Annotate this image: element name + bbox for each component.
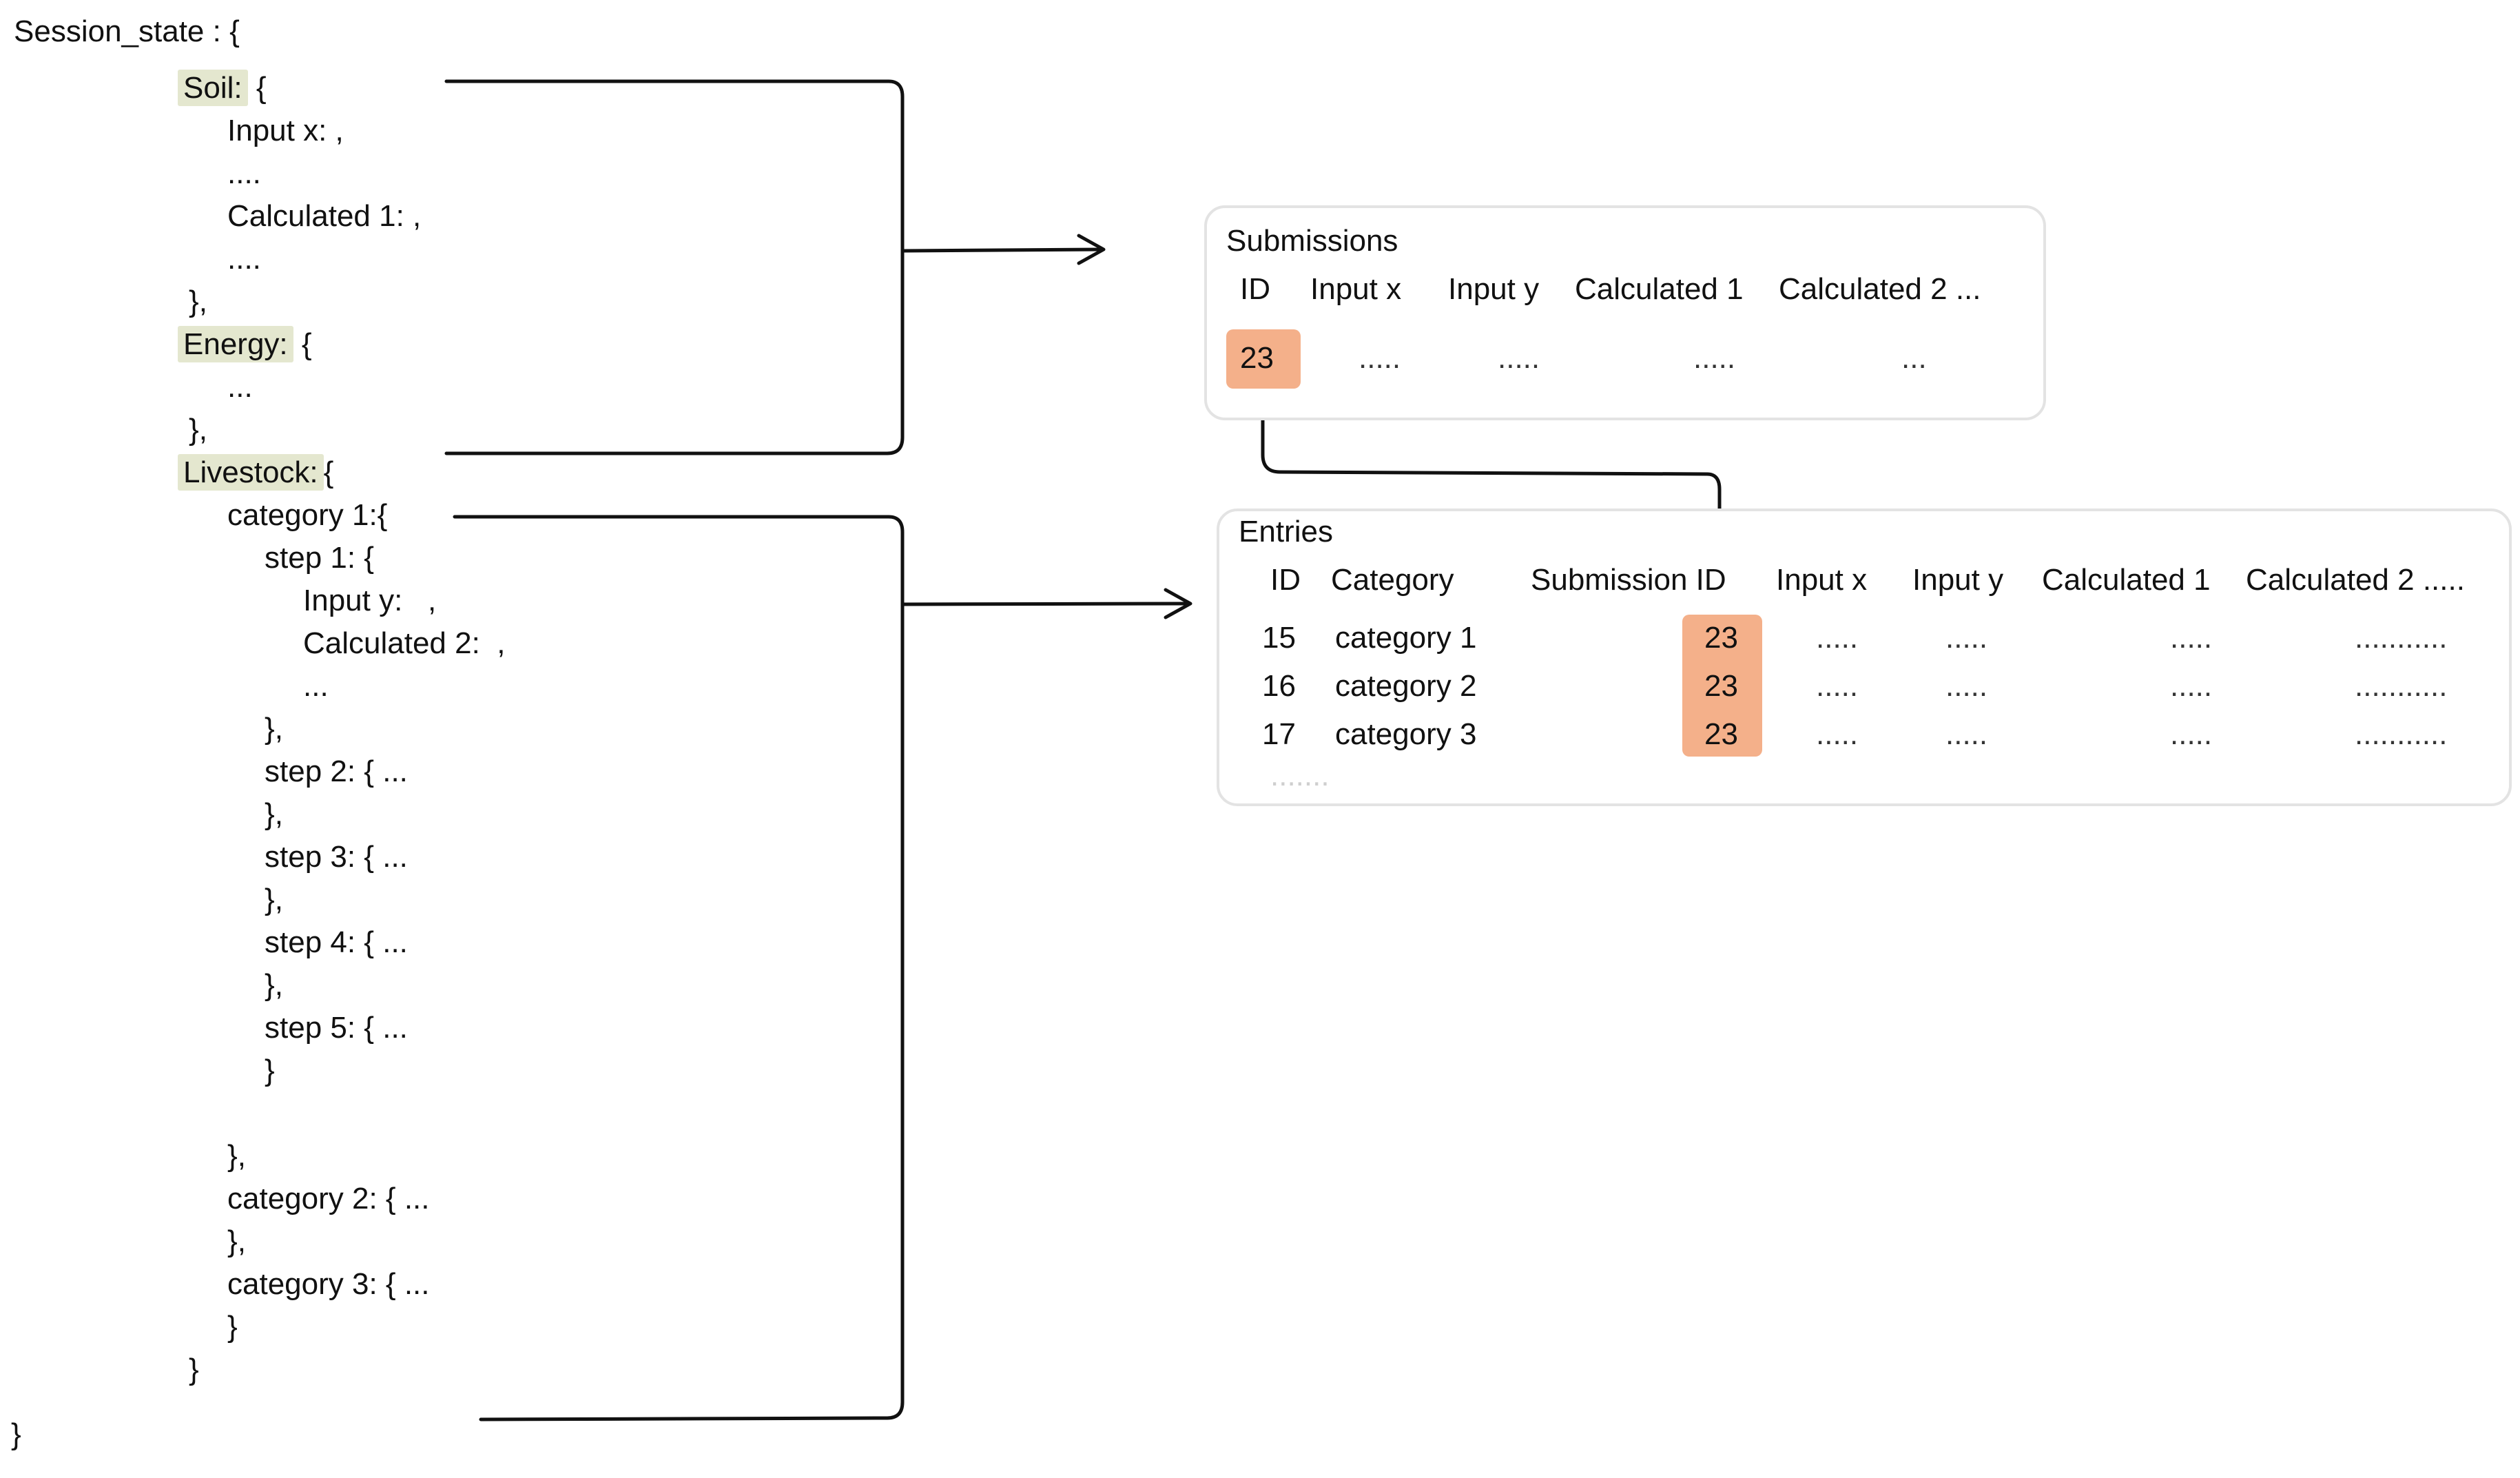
entries-row-1-calculated-1: ..... [2170,621,2213,655]
entries-row-3-input-y: ..... [1945,717,1988,751]
soil-input: Input x: , [227,114,344,147]
submissions-row-calculated-2: ... [1901,341,1927,375]
energy-key: Energy: { [178,326,312,362]
entries-more-rows: ....... [1270,759,1330,792]
entries-row-2-calculated-1: ..... [2170,669,2213,703]
entries-row-1-category: category 1 [1335,621,1477,655]
entries-row-3-id: 17 [1262,717,1296,751]
step-2-open: step 2: { ... [265,755,408,788]
category-3-open: category 3: { ... [227,1267,430,1301]
step-5-open: step 5: { ... [265,1011,408,1045]
upper-arrow [902,247,1104,253]
energy-label: Energy: [178,326,293,362]
entries-row-3-submission-id: 23 [1704,717,1738,751]
entries-table: Entries ID Category Submission ID Input … [1217,509,2512,806]
entries-submission-id-highlight [1682,615,1762,757]
relation-line [1261,387,1722,553]
livestock-label: Livestock: [178,454,324,491]
step-3-open: step 3: { ... [265,840,408,874]
entries-header-submission-id: Submission ID [1531,563,1726,597]
energy-dots: ... [227,370,253,404]
entries-row-2-calculated-2: ........... [2355,669,2448,703]
entries-row-1-id: 15 [1262,621,1296,655]
upper-bracket [444,79,905,455]
submissions-table: Submissions ID Input x Input y Calculate… [1204,205,2046,420]
step-4-close: }, [265,968,283,1002]
soil-calculated: Calculated 1: , [227,199,422,233]
entries-title: Entries [1239,515,1333,548]
entries-row-2-input-y: ..... [1945,669,1988,703]
livestock-open: { [323,455,334,489]
entries-row-3-calculated-1: ..... [2170,717,2213,751]
submissions-row-input-x: ..... [1359,341,1401,375]
livestock-key: Livestock:{ [178,454,334,491]
entries-row-3-category: category 3 [1335,717,1477,751]
entries-header-input-x: Input x [1776,563,1868,597]
lower-bracket [453,515,905,1421]
submissions-title: Submissions [1226,224,1398,258]
entries-header-calculated-1: Calculated 1 [2042,563,2211,597]
entries-row-2-id: 16 [1262,669,1296,703]
entries-row-1-submission-id: 23 [1704,621,1738,655]
entries-row-2-input-x: ..... [1816,669,1859,703]
submissions-header-input-x: Input x [1310,272,1402,306]
energy-close: }, [189,413,207,447]
soil-open: { [247,71,267,105]
energy-open: { [293,327,312,361]
entries-row-2-category: category 2 [1335,669,1477,703]
soil-label: Soil: [178,70,248,106]
category-1-open: category 1:{ [227,498,388,532]
step-3-close: }, [265,883,283,916]
entries-header-calculated-2: Calculated 2 ..... [2246,563,2465,597]
submissions-id-highlight [1226,329,1301,389]
step-1-open: step 1: { [265,541,375,575]
soil-dots-1: .... [227,156,261,190]
submissions-row-id: 23 [1240,341,1274,375]
step-1-input: Input y: , [303,584,437,617]
submissions-header-input-y: Input y [1448,272,1540,306]
category-2-open: category 2: { ... [227,1182,430,1215]
step-1-calculated: Calculated 2: , [303,626,506,660]
entries-row-3-calculated-2: ........... [2355,717,2448,751]
soil-dots-2: .... [227,242,261,276]
livestock-close: } [189,1353,199,1386]
submissions-row-input-y: ..... [1498,341,1540,375]
step-1-close: }, [265,712,283,746]
submissions-header-calculated-1: Calculated 1 [1575,272,1744,306]
entries-header-category: Category [1331,563,1454,597]
submissions-header-id: ID [1240,272,1270,306]
soil-key: Soil: { [178,70,267,106]
submissions-row-calculated-1: ..... [1693,341,1736,375]
entries-row-3-input-x: ..... [1816,717,1859,751]
step-2-close: }, [265,797,283,831]
entries-header-input-y: Input y [1912,563,2004,597]
category-2-close: }, [227,1224,246,1258]
category-3-close: } [227,1310,238,1344]
category-1-close: }, [227,1139,246,1173]
root-close: } [11,1417,21,1451]
step-1-dots: ... [303,669,329,703]
entries-header-id: ID [1270,563,1301,597]
submissions-header-calculated-2: Calculated 2 ... [1779,272,1981,306]
soil-close: }, [189,285,207,318]
lower-arrowhead [1164,588,1192,619]
entries-row-1-input-x: ..... [1816,621,1859,655]
steps-close: } [265,1054,275,1087]
entries-row-1-input-y: ..... [1945,621,1988,655]
upper-arrowhead [1077,234,1106,265]
root-open: Session_state : { [14,14,240,48]
step-4-open: step 4: { ... [265,925,408,959]
entries-row-1-calculated-2: ........... [2355,621,2448,655]
entries-row-2-submission-id: 23 [1704,669,1738,703]
